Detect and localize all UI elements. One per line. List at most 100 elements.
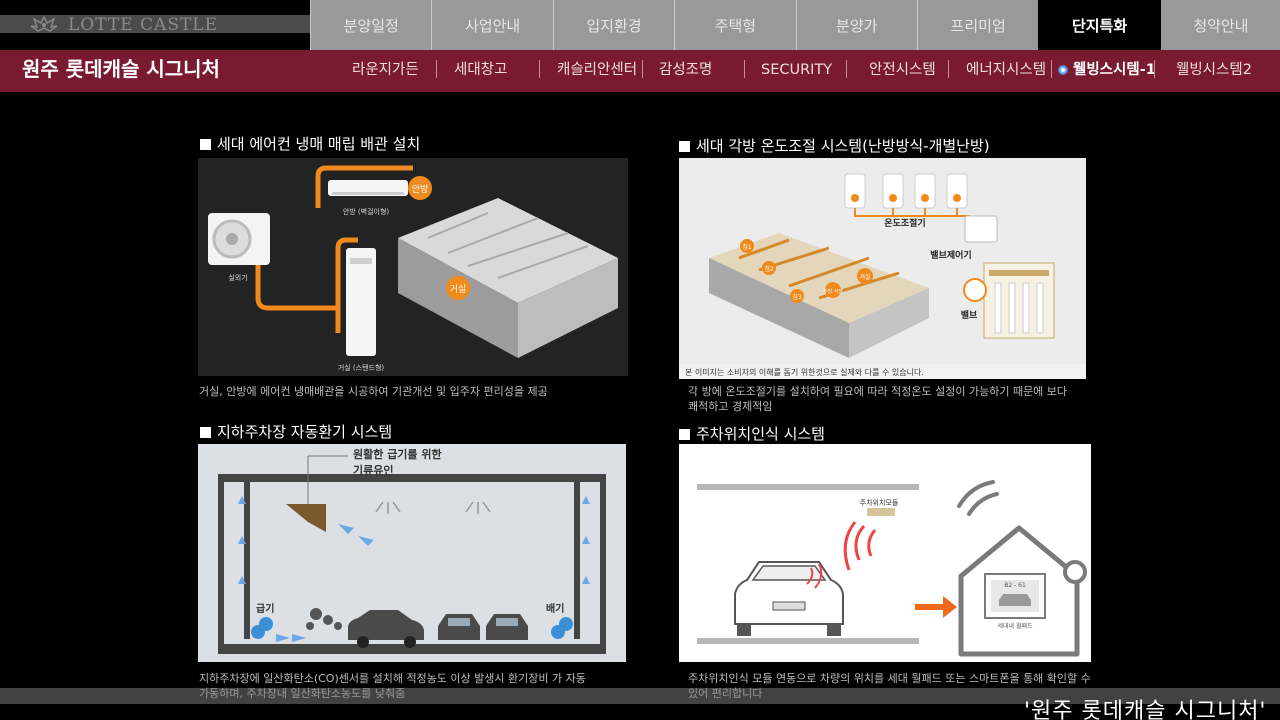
car-front-icon (734, 561, 844, 636)
sub-nav-item-lounge-garden[interactable]: 라운지가든 (352, 62, 419, 78)
heating-diagram: 온도조절기 밸브제어기 밸브 침1 침2 침3 거실 (679, 173, 1086, 379)
living-unit-label: 거실 (스탠드형) (338, 363, 385, 372)
aircon-section-title: 세대 에어컨 냉매 매립 배관 설치 (200, 133, 420, 154)
exhaust-label: 배기 (546, 602, 564, 615)
valve-label: 밸브 (961, 309, 978, 321)
sub-nav-item-energy-system[interactable]: 에너지시스템 (966, 62, 1047, 78)
parking-spot-code: B2 - 61 (1004, 582, 1026, 589)
bedroom-unit-label: 안방 (벽걸이형) (343, 207, 390, 216)
thermostat-wiring (854, 208, 970, 228)
watermark-title: '원주 롯데캐슬 시그니처' (1024, 699, 1267, 720)
sub-nav-item-security[interactable]: SECURITY (761, 62, 833, 78)
valve-icon (963, 278, 987, 302)
airflow-arrows (238, 496, 590, 642)
main-nav-item-features[interactable]: 단지특화 (1038, 0, 1160, 50)
parking-location-section-title: 주차위치인식 시스템 (679, 423, 825, 444)
stand-aircon-icon (346, 248, 376, 356)
castle-crest-icon (30, 15, 58, 32)
main-nav-item-premium[interactable]: 프리미엄 (916, 0, 1039, 50)
sub-nav-divider (539, 60, 540, 78)
kitchen-label: 주방·식당 (823, 288, 843, 295)
jet-fan-icon (286, 504, 326, 532)
intake-fan-icon (251, 617, 273, 639)
parking-ceiling (697, 484, 919, 490)
sub-nav-item-lighting[interactable]: 감성조명 (659, 62, 713, 78)
valve-controller-label: 밸브제어기 (930, 249, 971, 261)
room2-label: 침2 (764, 265, 774, 273)
footer-overlay-bar (0, 688, 1280, 704)
parking-vent-illustration: 원활한 급기를 위한 기류유인 급기 배기 (198, 444, 626, 662)
airflow-label-line2: 기류유인 (353, 463, 393, 477)
bullet-square-icon (200, 139, 211, 150)
main-nav-item-schedule[interactable]: 분양일정 (310, 0, 432, 50)
bedroom-badge-icon (408, 176, 432, 200)
bedroom-badge-label: 안방 (412, 184, 429, 195)
main-nav-item-subscription[interactable]: 청약안내 (1159, 0, 1280, 50)
exhaust-smoke-icon (306, 608, 342, 630)
sub-nav-divider (846, 60, 847, 78)
top-navigation-bar: LOTTE CASTLE 분양일정 사업안내 입지환경 주택형 분양가 프리미엄… (0, 0, 1280, 50)
room3-label: 침3 (792, 293, 802, 301)
parking-location-illustration: 주차위치모듈 B2 - 61 세대내 (679, 444, 1091, 662)
room-badge-icon (825, 282, 841, 298)
sub-nav-divider (744, 60, 745, 78)
arrow-right-icon (915, 596, 957, 618)
heating-caption: 각 방에 온도조절기를 설치하여 필요에 따라 적정온도 설정이 가능하기 때문… (688, 385, 1068, 413)
ceiling-slab (218, 474, 606, 482)
apartment-floorplan-icon (398, 198, 618, 358)
sub-nav-divider (642, 60, 643, 78)
room-badge-icon (762, 261, 776, 275)
outdoor-unit-icon (208, 213, 270, 265)
room-badge-icon (790, 289, 804, 303)
main-nav-item-price[interactable]: 분양가 (795, 0, 917, 50)
refrigerant-pipe (255, 233, 358, 311)
bullet-square-icon (679, 141, 690, 152)
wifi-icon (957, 480, 999, 516)
sub-nav-divider (1154, 60, 1155, 78)
parking-floor (697, 638, 919, 644)
aircon-illustration: 실외기 안방 (벽걸이형) 거실 (스탠드형) 안방 거실 (198, 158, 628, 376)
sub-nav-item-safety-system[interactable]: 안전시스템 (869, 62, 936, 78)
active-indicator-icon (1058, 65, 1068, 75)
car-icon (438, 614, 480, 640)
living-badge-icon (446, 276, 470, 300)
heating-section-title: 세대 각방 온도조절 시스템(난방방식-개별난방) (679, 135, 990, 156)
main-nav-item-unit-type[interactable]: 주택형 (674, 0, 796, 50)
aircon-diagram: 실외기 안방 (벽걸이형) 거실 (스탠드형) 안방 거실 (208, 165, 618, 372)
valve-manifold-icon (983, 262, 1055, 339)
living-badge-label: 거실 (450, 284, 467, 295)
main-nav-item-business[interactable]: 사업안내 (431, 0, 553, 50)
living-room-label: 거실 (859, 273, 870, 281)
wallpad-screen-icon (984, 573, 1046, 619)
parking-module-icon (867, 508, 895, 516)
sub-nav-divider (436, 60, 437, 78)
bullet-square-icon (679, 429, 690, 440)
bullet-square-icon (200, 427, 211, 438)
sub-nav-item-castle-center[interactable]: 캐슬리안센터 (557, 62, 638, 78)
car-icon (348, 610, 424, 648)
valve-controller-icon (964, 215, 998, 243)
outdoor-unit-label: 실외기 (228, 273, 247, 282)
sub-nav-divider (1051, 60, 1052, 78)
airflow-label-line1: 원활한 급기를 위한 (353, 447, 442, 461)
heating-illustration: 온도조절기 밸브제어기 밸브 침1 침2 침3 거실 (679, 158, 1086, 379)
parking-vent-section-title: 지하주차장 자동환기 시스템 (200, 421, 392, 442)
sub-nav-item-storage[interactable]: 세대창고 (454, 62, 508, 78)
main-nav-item-location[interactable]: 입지환경 (552, 0, 675, 50)
sub-nav-item-wellbeing-1[interactable]: 웰빙스시템-1 (1073, 62, 1156, 78)
main-nav: 분양일정 사업안내 입지환경 주택형 분양가 프리미엄 단지특화 청약안내 (310, 0, 1280, 50)
heating-note: 본 이미지는 소비자의 이해를 돕기 위한것으로 실제와 다를 수 있습니다. (685, 367, 924, 377)
refrigerant-pipe (315, 165, 413, 208)
module-label: 주차위치모듈 (860, 498, 899, 507)
signal-waves-icon (843, 521, 877, 571)
apartment-floorplan-icon (709, 233, 929, 358)
ceiling-fan-icon (375, 501, 491, 514)
sub-nav-item-wellbeing-2[interactable]: 웰빙시스템2 (1176, 62, 1252, 78)
car-icon (486, 614, 528, 640)
aircon-caption: 거실, 안방에 에어컨 냉매배관을 시공하여 기관개선 및 입주자 편리성을 제… (199, 385, 548, 398)
logo[interactable]: LOTTE CASTLE (28, 13, 218, 37)
sub-nav-divider (948, 60, 949, 78)
wall-aircon-icon (328, 180, 408, 196)
thermostat-label: 온도조절기 (884, 217, 925, 229)
parking-vent-diagram: 원활한 급기를 위한 기류유인 급기 배기 (218, 447, 606, 654)
